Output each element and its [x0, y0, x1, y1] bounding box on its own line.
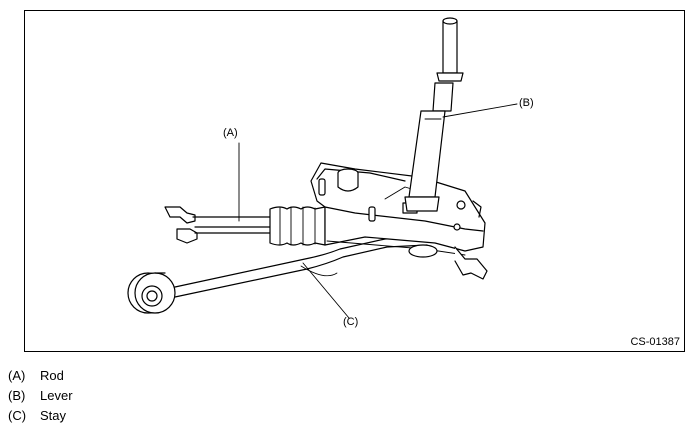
figure-id: CS-01387 [630, 336, 680, 348]
rubber-boot [269, 206, 326, 246]
legend-row: (C) Stay [8, 406, 73, 426]
legend-row: (B) Lever [8, 386, 73, 406]
legend-key: (B) [8, 388, 26, 403]
callout-b: (B) [519, 97, 534, 109]
leader-b [442, 103, 518, 118]
leader-c [302, 262, 350, 319]
legend: (A) Rod (B) Lever (C) Stay [8, 366, 73, 426]
legend-label: Stay [40, 408, 67, 423]
legend-label: Rod [40, 368, 64, 383]
rod [164, 206, 274, 244]
callout-c: (C) [343, 316, 359, 328]
legend-key: (C) [8, 408, 27, 423]
callout-a: (A) [223, 127, 238, 139]
shift-lever [404, 17, 464, 212]
stay-bushing [127, 272, 176, 314]
lever-housing [310, 162, 488, 280]
leader-lines [238, 103, 518, 319]
legend-row: (A) Rod [8, 366, 73, 386]
legend-key: (A) [8, 368, 26, 383]
shift-lever-assembly-drawing [127, 17, 518, 319]
diagram-frame: (A) (B) (C) CS-01387 [24, 10, 685, 352]
legend-label: Lever [40, 388, 73, 403]
